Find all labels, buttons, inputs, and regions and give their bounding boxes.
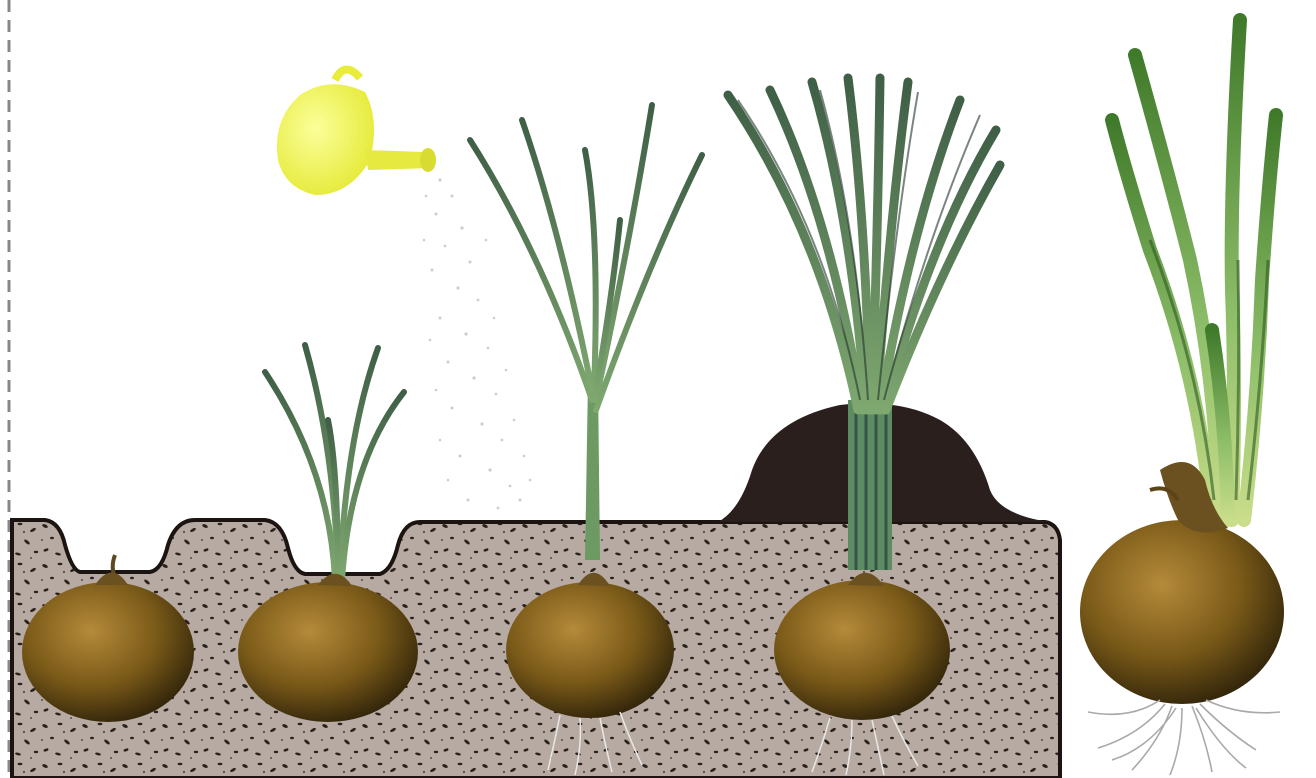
onion-growth-illustration xyxy=(0,0,1316,778)
illustration-canvas xyxy=(0,0,1316,778)
